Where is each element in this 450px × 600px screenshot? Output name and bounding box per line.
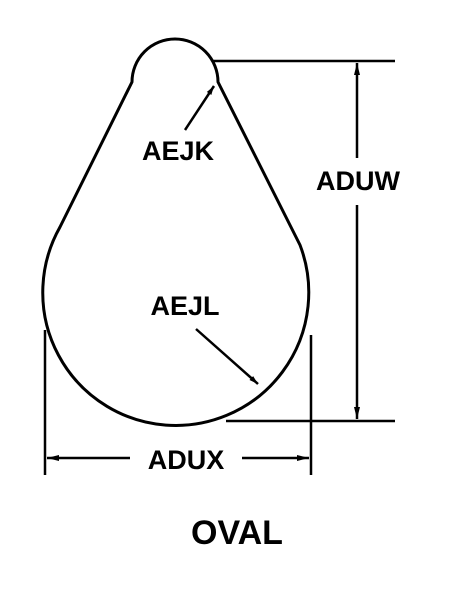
shape-caption: OVAL xyxy=(191,514,283,552)
base-radius-leader-arrow xyxy=(195,328,259,385)
base-radius-label: AEJL xyxy=(150,291,219,321)
height-label: ADUW xyxy=(316,166,400,196)
tip-radius-label: AEJK xyxy=(142,136,215,166)
tip-radius-leader-arrow xyxy=(183,85,216,131)
width-label: ADUX xyxy=(148,445,225,475)
oval-outline xyxy=(41,37,311,427)
